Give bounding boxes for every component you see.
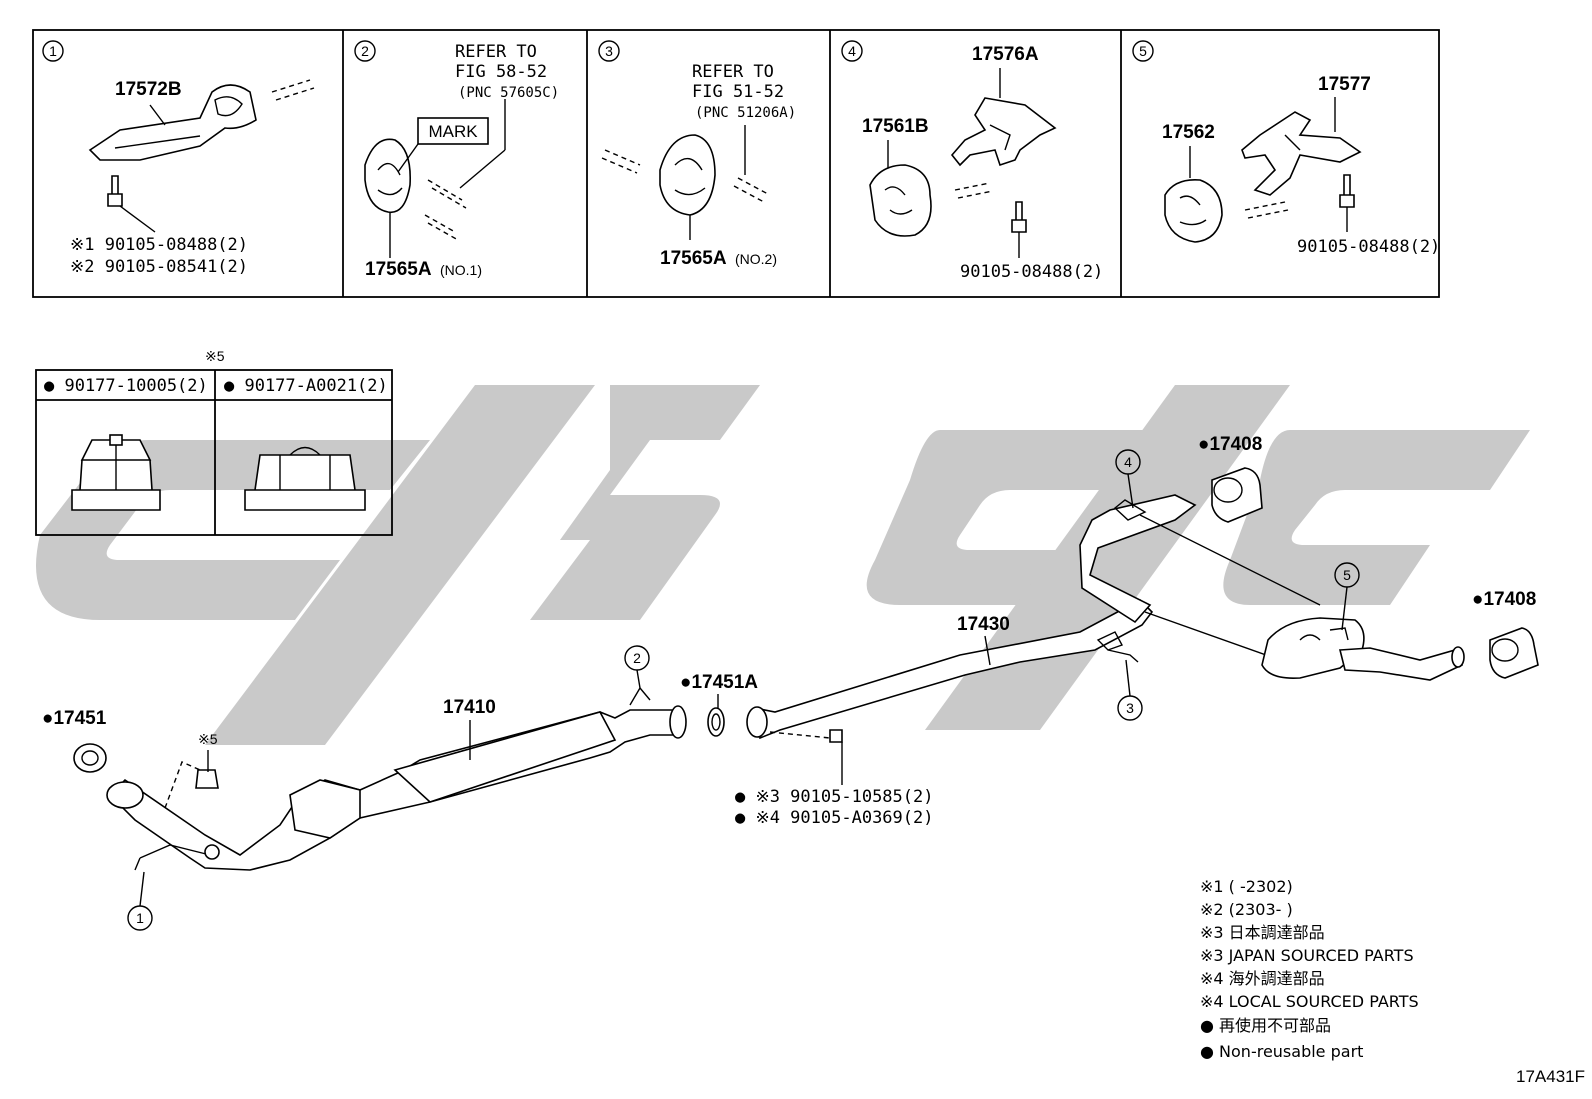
refer-line-3: (PNC 51206A) (695, 105, 796, 121)
detail-panel-5: 5 17577 17562 90105-08488(2) (1132, 40, 1440, 257)
legend-line-1: ※1 ( -2302) (1200, 877, 1293, 896)
nut-table: ※5 ● 90177-10005(2) ● 90177-A0021(2) (35, 348, 393, 536)
legend-line-2: ※2 (2303- ) (1200, 900, 1293, 919)
legend: ※1 ( -2302) ※2 (2303- ) ※3 日本調達部品 ※3 JAP… (1200, 877, 1419, 1061)
nut-90177-A0021 (244, 454, 366, 511)
tailpipe-front (1079, 494, 1197, 624)
refer-line-2: FIG 58-52 (455, 62, 547, 82)
center-pipe-17430 (754, 599, 1154, 740)
rear-tailpipe (1338, 647, 1464, 681)
label-17451A: ●17451A (680, 672, 758, 693)
label-17408-top: ●17408 (1198, 434, 1262, 455)
bracket-17572B-shape (88, 84, 257, 161)
detail-panels-frame (32, 29, 1440, 298)
front-muffler (393, 711, 617, 803)
gasket-17451A (707, 707, 725, 737)
mark-label: MARK (428, 122, 478, 141)
detail-panel-4: 4 17576A 17561B 90105-08488(2) (841, 40, 1103, 282)
catalytic-converter (289, 779, 361, 839)
label-17410: 17410 (443, 697, 496, 718)
callout-2: 2 (633, 650, 641, 666)
bolt-icon (1339, 174, 1355, 208)
main-labels: ●17451 ※5 17410 ●17451A 17430 ●17408 ●17… (42, 434, 1536, 828)
part-label-17565A-no2: 17565A (660, 248, 727, 269)
legend-line-7: ● 再使用不可部品 (1200, 1016, 1331, 1035)
panel-number: 3 (605, 43, 613, 59)
gasket-17451 (73, 743, 107, 773)
part-label-17561B: 17561B (862, 116, 929, 137)
callout-5: 5 (1343, 567, 1351, 583)
detail-panel-1: 1 17572B ※1 90105-08488(2) ※2 90105-0854… (42, 40, 315, 277)
part-label-17572B: 17572B (115, 79, 182, 100)
part-suffix: (NO.1) (440, 262, 482, 278)
label-bolt-3: ● ※3 90105-10585(2) (735, 787, 933, 807)
bolt-icon (1011, 201, 1027, 233)
panel-number: 4 (848, 43, 856, 59)
tip-17408-right (1489, 627, 1539, 679)
label-17451: ●17451 (42, 708, 107, 729)
part-suffix: (NO.2) (735, 251, 777, 267)
label-17430: 17430 (957, 614, 1010, 635)
part-label-17577: 17577 (1318, 74, 1371, 95)
detail-panel-3: 3 REFER TO FIG 51-52 (PNC 51206A) 17565A… (598, 40, 796, 269)
front-flange (106, 781, 144, 809)
figure-code: 17A431F (1516, 1067, 1585, 1086)
part-label-17576A: 17576A (972, 44, 1039, 65)
nut-cell-1: ● 90177-10005(2) (44, 376, 208, 396)
panel-number-circle (42, 40, 64, 62)
refer-line-1: REFER TO (692, 62, 774, 82)
legend-line-5: ※4 海外調達部品 (1200, 969, 1325, 988)
tip-17408-top (1211, 467, 1263, 523)
bracket-17577 (1241, 111, 1362, 196)
part-label-17565A-no1: 17565A (365, 259, 432, 280)
nut-icon (195, 769, 219, 789)
panel-number: 2 (361, 43, 369, 59)
callout-4: 4 (1124, 454, 1132, 470)
note-line-1: ※1 90105-08488(2) (70, 235, 248, 255)
callouts: 1 2 3 4 5 (127, 449, 1360, 931)
callout-3: 3 (1126, 700, 1134, 716)
rear-flange (669, 705, 687, 739)
rear-muffler (1261, 617, 1365, 680)
callout-1: 1 (136, 910, 144, 926)
bolt-icon (107, 175, 123, 207)
panel-number: 5 (1139, 43, 1147, 59)
hanger-17565A-no2 (659, 134, 716, 216)
detail-panel-2: 2 REFER TO FIG 58-52 (PNC 57605C) MARK 1… (354, 40, 559, 280)
refer-line-1: REFER TO (455, 42, 537, 62)
nut-cell-2: ● 90177-A0021(2) (224, 376, 388, 396)
bolt-label: 90105-08488(2) (960, 262, 1103, 282)
legend-line-3: ※3 日本調達部品 (1200, 923, 1325, 942)
exhaust-assembly (73, 467, 1539, 871)
label-bolt-4: ● ※4 90105-A0369(2) (735, 808, 933, 828)
nut-table-note: ※5 (205, 348, 225, 364)
refer-line-2: FIG 51-52 (692, 82, 784, 102)
hanger-17561B (869, 164, 932, 237)
label-17408-right: ●17408 (1472, 589, 1536, 610)
refer-line-3: (PNC 57605C) (458, 85, 559, 101)
legend-line-4: ※3 JAPAN SOURCED PARTS (1200, 946, 1414, 965)
hanger-17562 (1164, 178, 1223, 243)
legend-line-8: ● Non-reusable part (1200, 1042, 1363, 1061)
bolt-icon (829, 729, 843, 743)
hanger-17565A-no1 (364, 138, 412, 214)
panel-number: 1 (49, 43, 57, 59)
note-line-2: ※2 90105-08541(2) (70, 257, 248, 277)
part-label-17562: 17562 (1162, 122, 1215, 143)
bolt-label: 90105-08488(2) (1297, 237, 1440, 257)
mark-box (417, 117, 489, 145)
label-note5: ※5 (198, 731, 218, 747)
legend-line-6: ※4 LOCAL SOURCED PARTS (1200, 992, 1419, 1011)
watermark-logo (36, 385, 1530, 745)
